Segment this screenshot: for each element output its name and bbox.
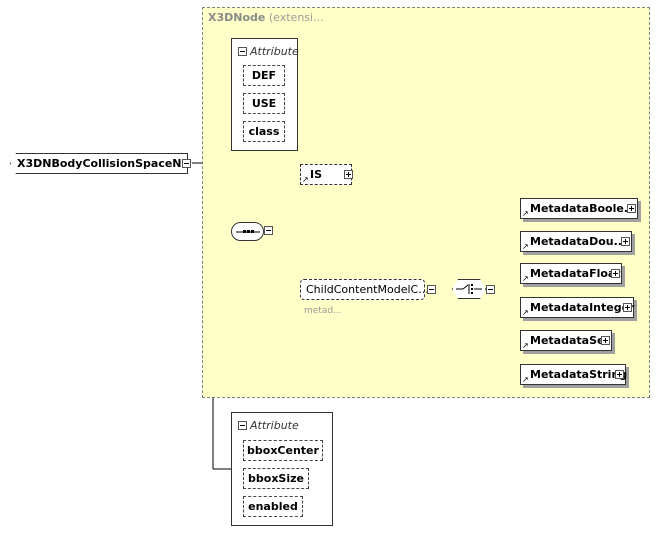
reference-arrow-icon: ↗ xyxy=(522,242,529,251)
is-element[interactable]: ↗ IS xyxy=(300,164,352,185)
expand-icon[interactable] xyxy=(621,237,630,246)
reference-arrow-icon: ↗ xyxy=(522,209,529,218)
metadata-double-element[interactable]: ↗ MetadataDou... xyxy=(520,231,632,252)
expand-icon[interactable] xyxy=(615,370,624,379)
attribute-def[interactable]: DEF xyxy=(243,65,285,86)
element-label: MetadataInteger xyxy=(530,301,635,314)
expand-icon[interactable] xyxy=(344,170,353,179)
root-collapse-icon[interactable] xyxy=(182,159,191,168)
attribute-bbox-size[interactable]: bboxSize xyxy=(243,468,309,489)
reference-arrow-icon: ↗ xyxy=(302,175,309,184)
child-content-collapse-icon[interactable] xyxy=(427,285,436,294)
metadata-integer-element[interactable]: ↗ MetadataInteger xyxy=(520,297,634,318)
attribute-header-label: Attribute xyxy=(250,419,299,432)
reference-arrow-icon: ↗ xyxy=(522,341,529,350)
attribute-header: Attribute xyxy=(238,45,299,58)
sequence-collapse-icon[interactable] xyxy=(264,226,273,235)
attribute-group-bottom: Attribute bboxCenter bboxSize enabled xyxy=(231,412,333,526)
attribute-bbox-center[interactable]: bboxCenter xyxy=(243,440,323,461)
extension-name: X3DNode xyxy=(208,11,266,24)
reference-arrow-icon: ↗ xyxy=(522,308,529,317)
element-label: MetadataSet xyxy=(530,334,610,347)
element-label: MetadataFloat xyxy=(530,267,621,280)
reference-arrow-icon: ↗ xyxy=(522,274,529,283)
collapse-icon[interactable] xyxy=(238,421,247,430)
child-content-label: ChildContentModelC... xyxy=(306,283,429,296)
child-content-note: metad... xyxy=(304,306,342,316)
expand-icon[interactable] xyxy=(623,303,632,312)
root-element-label: X3DNBodyCollisionSpaceNo... xyxy=(17,157,202,170)
sequence-compositor[interactable] xyxy=(231,222,264,241)
expand-icon[interactable] xyxy=(611,269,620,278)
sequence-icon xyxy=(235,229,260,233)
choice-collapse-icon[interactable] xyxy=(486,285,495,294)
collapse-icon[interactable] xyxy=(238,47,247,56)
attribute-class[interactable]: class xyxy=(243,121,285,142)
expand-icon[interactable] xyxy=(601,336,610,345)
attribute-header: Attribute xyxy=(238,419,299,432)
is-element-label: IS xyxy=(310,168,323,181)
element-label: MetadataDou... xyxy=(530,235,627,248)
attribute-enabled[interactable]: enabled xyxy=(243,496,303,517)
expand-icon[interactable] xyxy=(627,204,636,213)
attribute-group-top: Attribute DEF USE class xyxy=(231,38,299,151)
choice-compositor[interactable] xyxy=(452,279,486,299)
extension-subtitle: (extensi... xyxy=(265,11,324,24)
metadata-float-element[interactable]: ↗ MetadataFloat xyxy=(520,263,622,284)
child-content-model[interactable]: ChildContentModelC... xyxy=(300,279,429,300)
metadata-string-element[interactable]: ↗ MetadataString xyxy=(520,364,628,385)
choice-icon xyxy=(456,282,482,296)
extension-title: X3DNode (extensi... xyxy=(208,11,324,24)
element-label: MetadataString xyxy=(530,368,628,381)
reference-arrow-icon: ↗ xyxy=(522,375,529,384)
attribute-use[interactable]: USE xyxy=(243,93,285,114)
element-label: MetadataBoole... xyxy=(530,202,637,215)
root-element[interactable]: X3DNBodyCollisionSpaceNo... xyxy=(10,153,188,174)
attribute-header-label: Attribute xyxy=(250,45,299,58)
metadata-boolean-element[interactable]: ↗ MetadataBoole... xyxy=(520,198,638,219)
metadata-set-element[interactable]: ↗ MetadataSet xyxy=(520,330,612,351)
